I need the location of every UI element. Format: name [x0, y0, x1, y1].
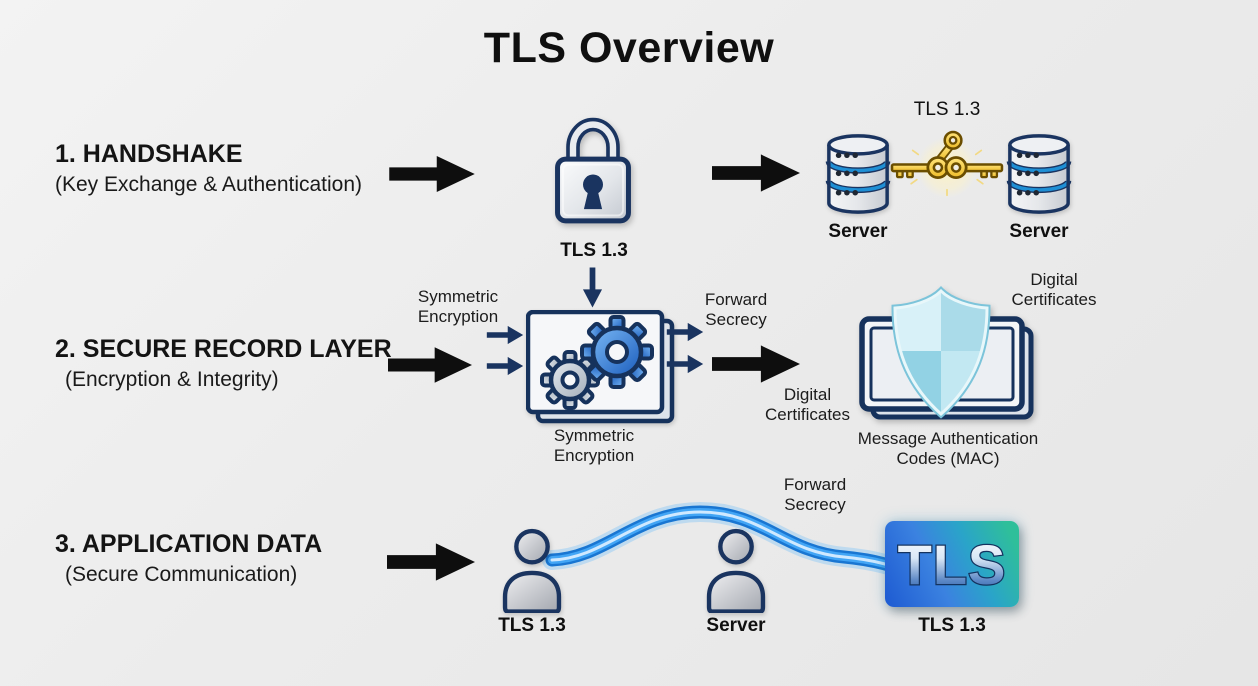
- row2-arrow2-icon: [712, 345, 800, 383]
- digital-certificates-label-top: Digital Certificates: [1011, 270, 1097, 310]
- blue-gear-icon: [580, 315, 654, 389]
- row1-arrow-icon: [389, 155, 475, 193]
- row1-subheading: (Key Exchange & Authentication): [55, 172, 363, 196]
- box-caption: Symmetric Encryption: [553, 426, 635, 466]
- page-title: TLS Overview: [483, 24, 775, 72]
- input-arrow-bottom-icon: [486, 356, 524, 376]
- symmetric-encryption-box-icon: [526, 310, 675, 424]
- forward-secrecy-label-row3: Forward Secrecy: [783, 475, 847, 515]
- server-icon-right: [1006, 134, 1072, 214]
- shield-card-icon: [859, 286, 1034, 420]
- client-caption: TLS 1.3: [498, 615, 566, 636]
- tls-badge: TLS: [885, 521, 1019, 607]
- row3-label: 3. APPLICATION DATA (Secure Communicatio…: [55, 530, 323, 587]
- row2-heading: 2. SECURE RECORD LAYER: [55, 335, 392, 363]
- row2-subheading: (Encryption & Integrity): [65, 367, 279, 391]
- row3-subheading: (Secure Communication): [65, 562, 298, 586]
- row2-arrow-icon: [388, 347, 472, 383]
- row2-label: 2. SECURE RECORD LAYER (Encryption & Int…: [55, 335, 392, 392]
- output-arrow-top-icon: [666, 322, 704, 342]
- row3-arrow-icon: [387, 543, 475, 581]
- server-left-label: Server: [828, 221, 888, 242]
- digital-certificates-caption: Digital Certificates: [764, 385, 851, 425]
- server-icon-left: [825, 134, 891, 214]
- lock-icon: [555, 117, 631, 224]
- symmetric-encryption-input-label: Symmetric Encryption: [417, 287, 499, 327]
- input-arrow-top-icon: [486, 325, 524, 345]
- server-caption: Server: [706, 615, 766, 636]
- person-icon-client: [502, 528, 562, 613]
- tls-badge-text: TLS: [896, 532, 1007, 598]
- output-arrow-bottom-icon: [666, 354, 704, 374]
- keys-icon: [890, 130, 1004, 198]
- badge-caption: TLS 1.3: [918, 615, 986, 636]
- mac-caption: Message Authentication Codes (MAC): [857, 429, 1039, 469]
- wave-line: [542, 501, 923, 584]
- shield-icon: [891, 286, 991, 419]
- row1-arrow2-icon: [712, 154, 800, 192]
- lock-caption: TLS 1.3: [560, 240, 628, 261]
- forward-secrecy-label-row2: Forward Secrecy: [704, 290, 768, 330]
- row1-label: 1. HANDSHAKE (Key Exchange & Authenticat…: [55, 140, 363, 197]
- row3-heading: 3. APPLICATION DATA: [55, 530, 323, 558]
- row1-heading: 1. HANDSHAKE: [55, 140, 243, 168]
- keys-title: TLS 1.3: [913, 99, 981, 120]
- person-icon-server: [706, 528, 766, 613]
- server-right-label: Server: [1009, 221, 1069, 242]
- svg-text:TLS: TLS: [898, 533, 1007, 596]
- down-arrow-icon: [582, 267, 603, 308]
